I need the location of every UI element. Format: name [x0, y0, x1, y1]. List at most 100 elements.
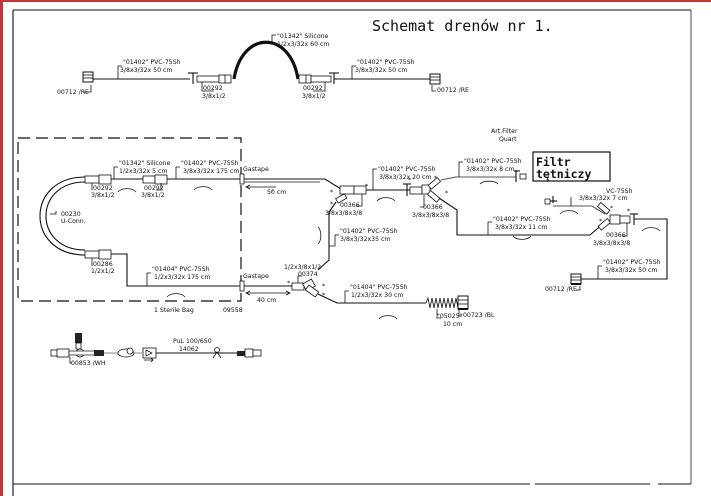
line-name: PuL 100/650 — [173, 338, 212, 345]
tube-label: "01402" PVC-75Sh — [378, 166, 436, 173]
spring-code: "05025" — [437, 313, 463, 320]
dimension-marks: 50 cm 40 cm — [245, 184, 291, 304]
junction-star: * — [322, 292, 325, 299]
spring-size: 10 cm — [443, 321, 462, 328]
sterile-bag-label: 1 Sterile Bag — [154, 307, 194, 314]
gastape-icon — [239, 173, 245, 185]
tube-size: 3/8x3/32x 50 cm — [120, 67, 172, 74]
tube-label: "01402" PVC-75Sh — [123, 59, 181, 66]
middle-section: * * * 00366 3/8x3/8x3/8 "01402" PVC-75Sh… — [244, 166, 495, 328]
window-edge-left — [0, 0, 3, 496]
top-line: 00712 /RE "01402" PVC-75Sh 3/8x3/32x 50 … — [57, 33, 469, 100]
window-edge-top — [0, 0, 711, 2]
line-code: 14062 — [179, 346, 199, 353]
adapter-icon — [196, 74, 232, 84]
silicone-size: 1/2x3/32x 60 cm — [277, 41, 329, 48]
diagram-title: Schemat drenów nr 1. — [372, 17, 553, 35]
y-connector-size: 1/2x3/8x1/2 — [284, 264, 321, 271]
tube-size: 3/8x3/32x 7 cm — [579, 195, 627, 202]
connector-icon — [82, 71, 94, 83]
junction-star: * — [627, 208, 630, 215]
adapter-icon — [84, 174, 112, 185]
connector-label: 00712 /RE — [437, 87, 469, 94]
tube-size: 3/8x3/32x 50 cm — [355, 67, 407, 74]
tube-label: VC-75Sh — [606, 188, 633, 195]
adapter-size: 3/8x1/2 — [91, 192, 115, 199]
junction-star: * — [287, 280, 290, 287]
y-connector-code: 00366 — [606, 232, 626, 239]
silicone-label: "01342" Silicone — [277, 33, 329, 40]
bottom-line: 00853 /WH PuL 100/650 14062 — [50, 333, 262, 367]
tube-size: 3/8x3/32x 175 cm — [183, 168, 239, 175]
junction-star: * — [322, 283, 325, 290]
tube-label: "01402" PVC-75Sh — [493, 216, 551, 223]
silicone-size: 1/2x3/32x 5 cm — [119, 168, 167, 175]
filter-box — [532, 151, 611, 182]
y-connector-code: 00374 — [298, 271, 318, 278]
adapter-code: 00292 — [144, 185, 164, 192]
adapter-code: 00292 — [93, 185, 113, 192]
adapter-icon — [298, 74, 332, 84]
junction-star: * — [610, 205, 613, 212]
junction-star: * — [330, 201, 333, 208]
page-frame — [12, 9, 692, 496]
sterile-bag-code: 09558 — [223, 307, 243, 314]
y-connector-icon — [335, 185, 367, 204]
junction-star: * — [365, 183, 368, 190]
roller-clamp-icon — [117, 347, 135, 358]
tube-size: 3/8x3/32x 8 cm — [466, 166, 514, 173]
gastape-label: Gastape — [243, 166, 269, 173]
y-connector-code: 00366 — [340, 202, 360, 209]
sterile-bag: 00230 U-Conn. 00292 3/8x1/2 "01342" Sili… — [17, 137, 269, 314]
y-connector-size: 3/8x3/8x3/8 — [593, 240, 630, 247]
connector-label: 00712 /RE — [57, 89, 89, 96]
end-connector-label: 00723 /BL — [463, 312, 495, 319]
y-connector-icon — [291, 278, 320, 298]
stopcock-icon — [50, 333, 104, 358]
right-section: * * * 00366 3/8x3/8x3/8 "01402" PVC-75Sh… — [403, 128, 668, 293]
adapter-size: 3/8x1/2 — [302, 93, 326, 100]
connector-label: 00853 /WH — [71, 360, 106, 367]
connector-icon — [429, 73, 441, 85]
tube-label: "01404" PVC-75Sh — [152, 266, 210, 273]
adapter-icon — [84, 249, 112, 260]
end-connector-label: 00712 /RE — [545, 286, 577, 293]
check-valve-icon — [142, 347, 157, 363]
adapter-size: 1/2x1/2 — [91, 268, 115, 275]
silicone-label: "01342" Silicone — [119, 160, 171, 167]
spring-icon — [425, 296, 461, 310]
tube-size: 1/2x3/32x 30 cm — [351, 292, 403, 299]
y-connector-code: 00366 — [423, 204, 443, 211]
junction-star: * — [330, 189, 333, 196]
art-filter-label-2: Quart — [499, 136, 517, 143]
adapter-icon — [142, 174, 168, 185]
clip-icon — [212, 347, 222, 359]
luer-connector-icon — [237, 348, 262, 358]
tube-label: "01402" PVC-75Sh — [603, 259, 661, 266]
junction-star: * — [434, 175, 437, 182]
adapter-size: 3/8x1/2 — [141, 192, 165, 199]
clamp-icon — [514, 170, 527, 182]
clamp-icon — [188, 72, 198, 84]
gastape-label: Gastape — [243, 273, 269, 280]
junction-star: * — [445, 190, 448, 197]
u-conn-code: 00230 — [61, 211, 81, 218]
y-connector-size: 3/8x3/8x3/8 — [325, 210, 362, 217]
tube-label: "01402" PVC-75Sh — [340, 228, 398, 235]
gastape-icon — [239, 280, 245, 292]
tube-label: "01402" PVC-75Sh — [464, 158, 522, 165]
tube-size: 3/8x3/32x35 cm — [340, 236, 390, 243]
clamp-icon — [544, 196, 557, 205]
tube-label: "01402" PVC-75Sh — [181, 160, 239, 167]
junction-star: * — [408, 177, 411, 184]
dimension-label: 40 cm — [257, 297, 276, 304]
adapter-code: 00286 — [93, 261, 113, 268]
connector-icon — [570, 273, 582, 285]
filter-box-line1: Filtr — [536, 155, 571, 169]
connector-icon — [457, 295, 469, 310]
tube-size: 3/8x3/32x 50 cm — [605, 267, 657, 274]
y-connector-size: 3/8x3/8x3/8 — [412, 212, 449, 219]
dimension-label: 50 cm — [267, 189, 286, 196]
y-connector-icon — [596, 202, 631, 231]
